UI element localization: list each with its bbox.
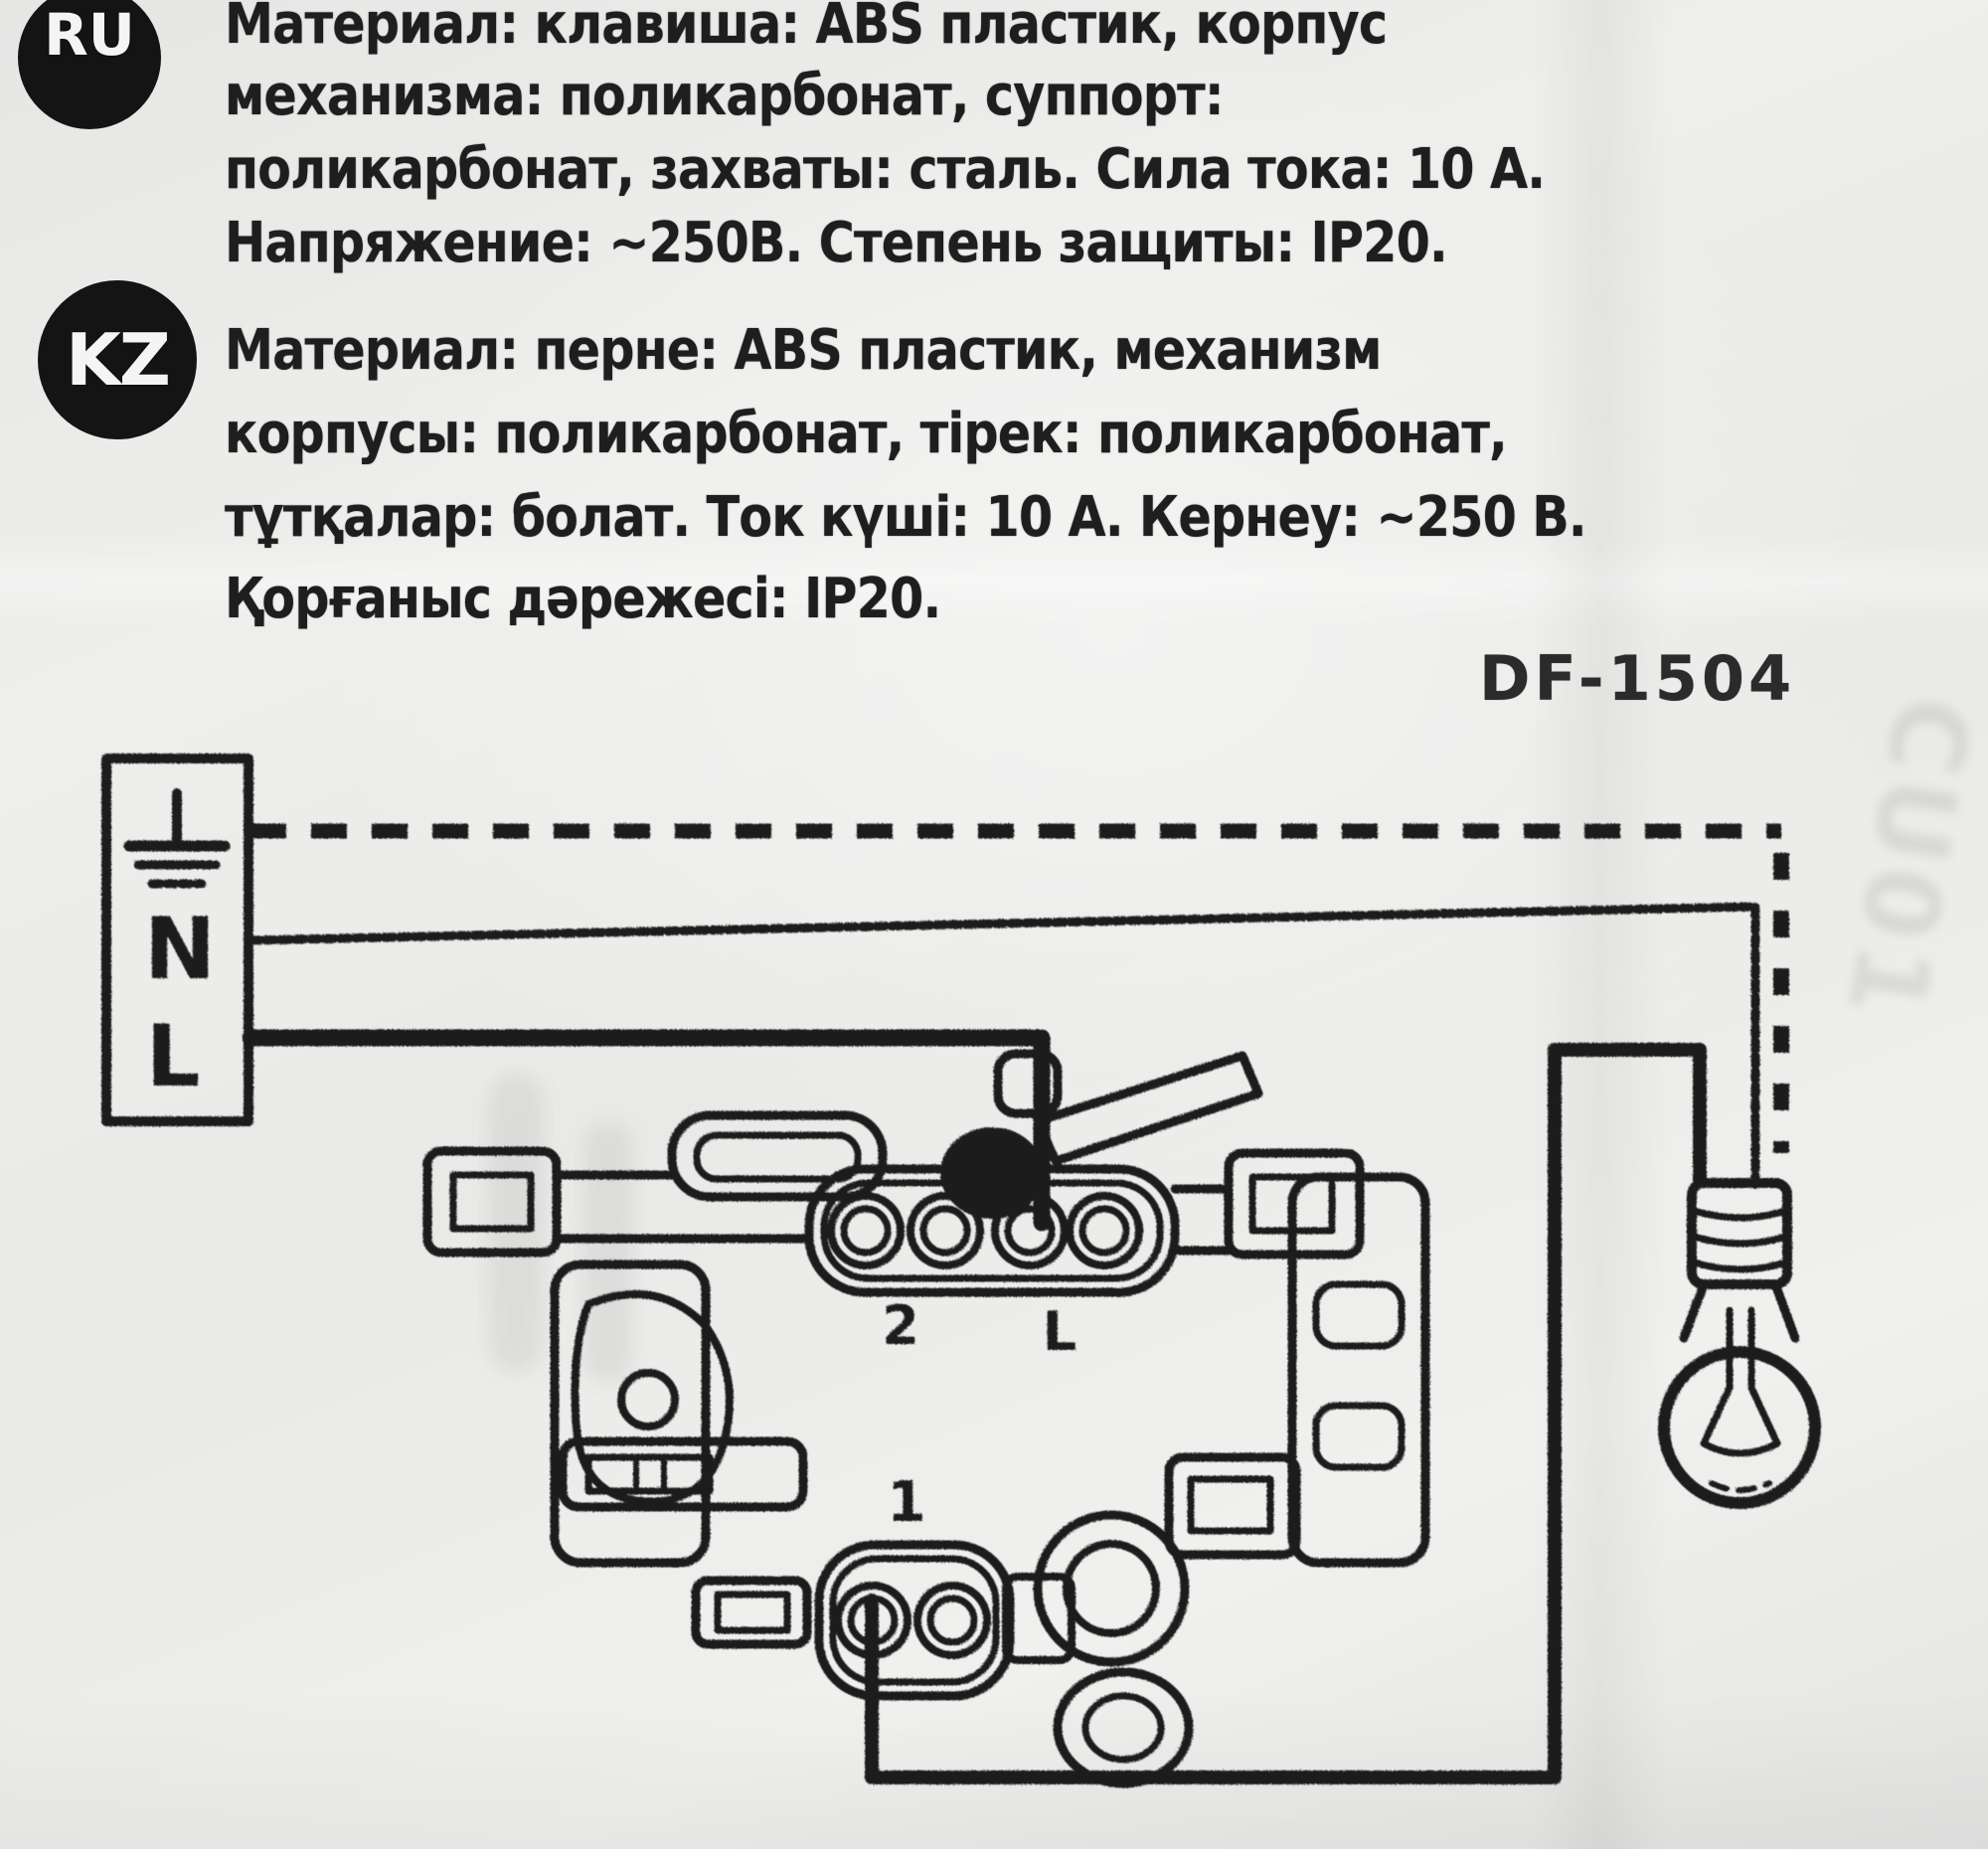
supply-box: N L: [101, 754, 253, 1126]
terminal-2-label: 2: [882, 1294, 919, 1357]
kz-spec-line: Материал: перне: ABS пластик, механизм: [225, 318, 1382, 383]
ru-badge-label: RU: [44, 1, 135, 69]
ru-language-badge: RU: [18, 0, 161, 129]
switch-mechanism-drawing: 2 L 1: [422, 1049, 1430, 1788]
model-number: DF-1504: [1479, 642, 1796, 715]
kz-spec-line: тұтқалар: болат. Ток күші: 10 А. Кернеу:…: [225, 485, 1587, 550]
ru-spec-line: Материал: клавиша: ABS пластик, корпус: [225, 0, 1388, 57]
terminal-l-label: L: [1043, 1300, 1077, 1363]
supply-line-label: L: [146, 1007, 201, 1106]
kz-language-badge: KZ: [38, 280, 197, 439]
earth-ground-icon: [123, 788, 231, 889]
switched-wire: [865, 1043, 1707, 1784]
terminal-1-label: 1: [888, 1470, 926, 1535]
supply-neutral-label: N: [144, 900, 216, 999]
showthrough-smudge: [584, 1123, 632, 1382]
kz-spec-line: корпусы: поликарбонат, тірек: поликарбон…: [225, 402, 1508, 466]
neutral-wire: [246, 902, 1760, 1190]
kz-badge-label: KZ: [66, 318, 171, 402]
ru-spec-line: Напряжение: ~250В. Степень защиты: IP20.: [225, 211, 1448, 275]
kz-spec-line: Қорғаныс дәрежесі: IP20.: [225, 567, 941, 631]
bottom-terminal-holes: [834, 1582, 991, 1659]
line-wire: [242, 1029, 1051, 1232]
light-bulb-icon: [1658, 1178, 1821, 1509]
ru-spec-line: поликарбонат, захваты: сталь. Сила тока:…: [225, 137, 1546, 202]
ru-spec-line: механизма: поликарбонат, суппорт:: [225, 64, 1225, 128]
